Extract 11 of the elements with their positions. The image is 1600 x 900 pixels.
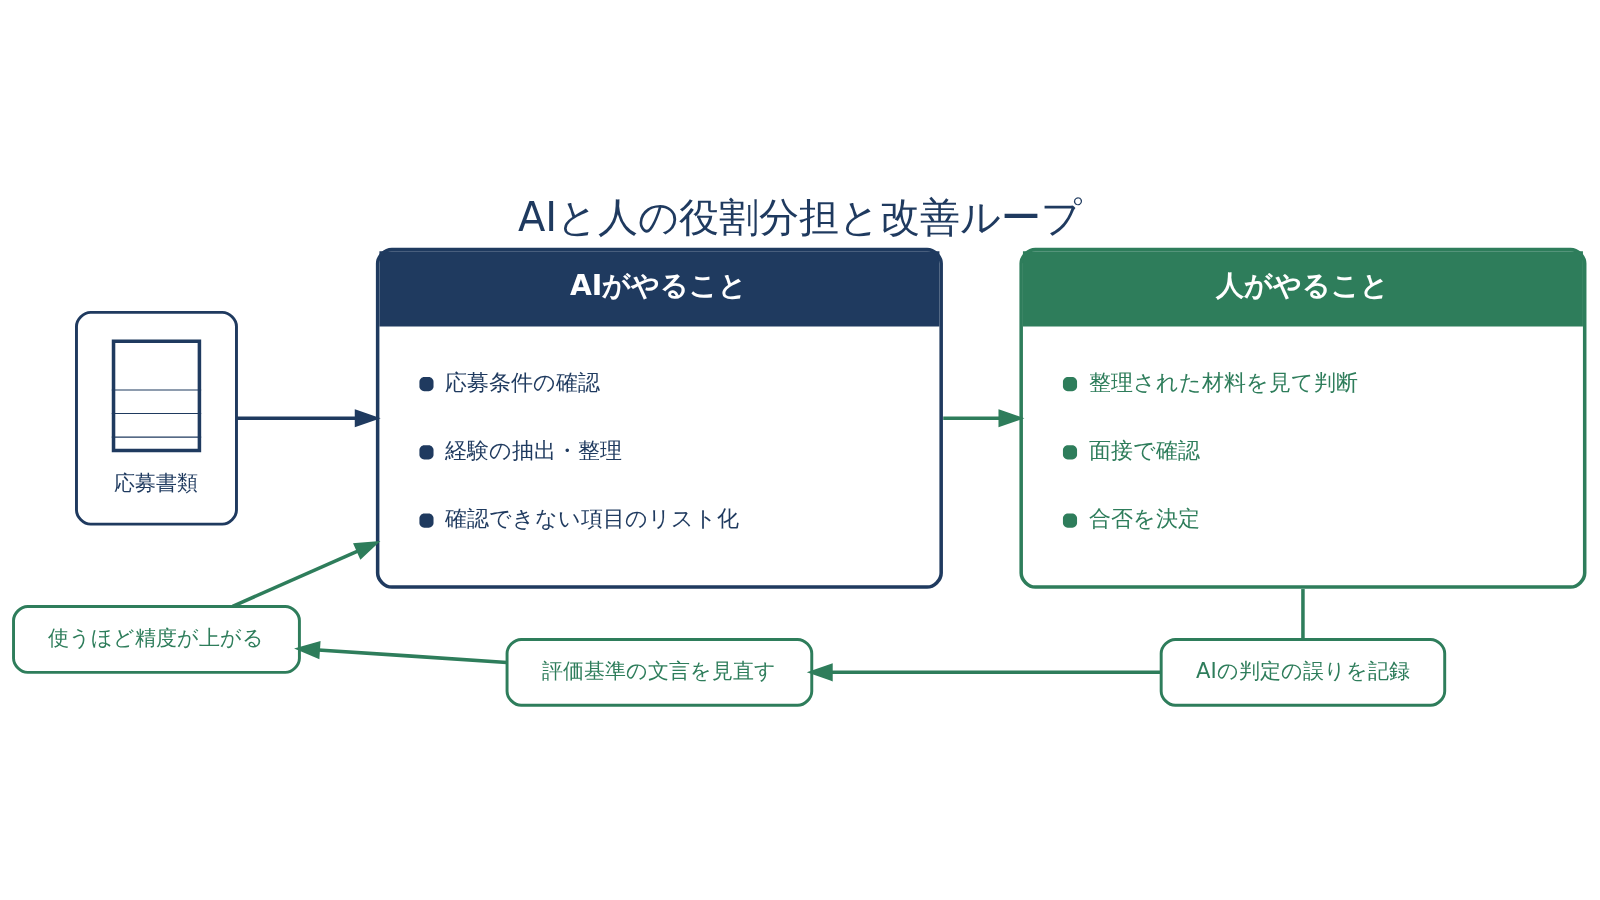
arrow [236,409,381,428]
arrow [806,663,1162,682]
diagram-title: AIと人の役割分担と改善ループ [517,194,1083,241]
node-box: 使うほど精度が上がる [12,605,301,674]
arrow [943,409,1025,428]
node-box: 応募書類 [75,310,238,526]
arrow [231,540,381,608]
node-box: AIの判定の誤りを記録 [1159,637,1447,707]
arrow [294,641,507,665]
connector [1301,589,1305,640]
node-box: 評価基準の文言を見直す [505,637,814,707]
